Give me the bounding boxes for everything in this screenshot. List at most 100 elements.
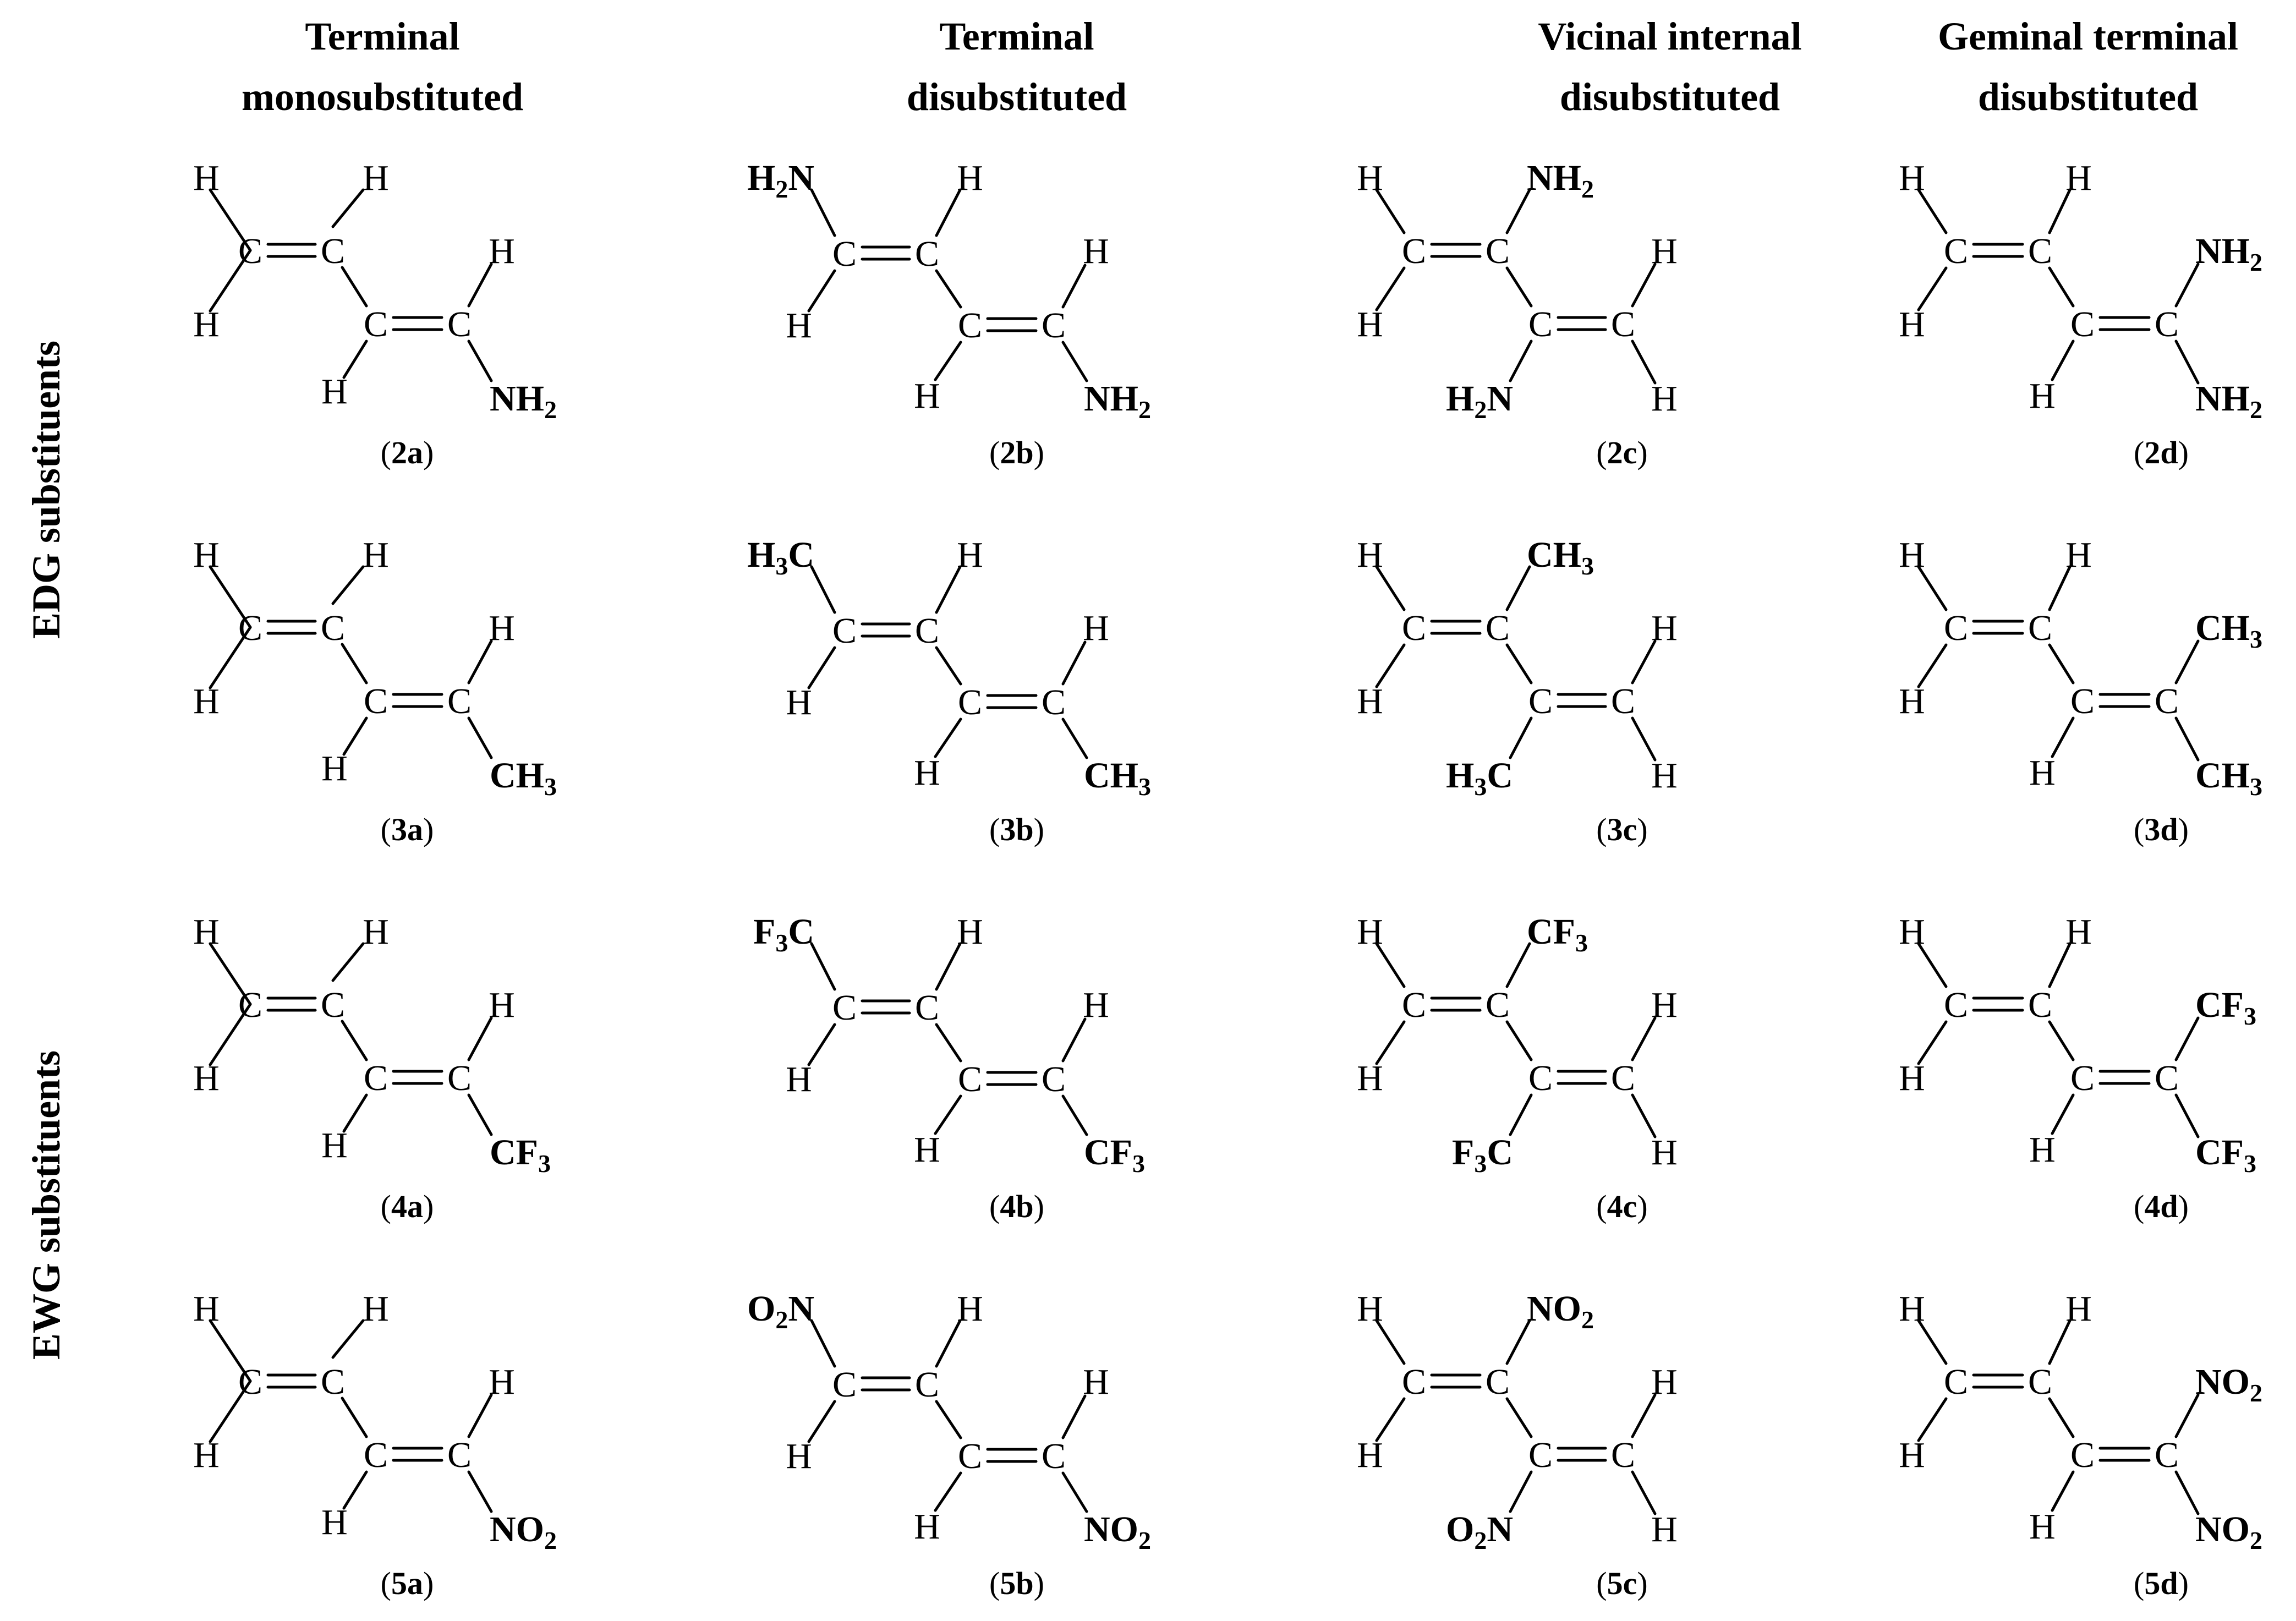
carbon-atom: C — [2028, 608, 2052, 648]
substituent-group: CF3 — [1084, 1132, 1145, 1178]
hydrogen-atom: H — [1651, 1509, 1678, 1549]
carbon-atom: C — [2070, 304, 2095, 344]
carbon-atom: C — [958, 1436, 982, 1476]
column-header-line1: Terminal — [939, 14, 1094, 58]
carbon-atom: C — [321, 608, 345, 648]
compound-label: (3c) — [1596, 812, 1647, 847]
hydrogen-atom: H — [193, 1058, 220, 1098]
substituent-group: NO2 — [490, 1509, 557, 1554]
carbon-atom: C — [1944, 1362, 1968, 1402]
carbon-atom: C — [1486, 231, 1510, 271]
substituent-group: F3C — [1452, 1132, 1513, 1178]
substituent-group: CH3 — [1084, 755, 1151, 801]
substituent-group: O2N — [1446, 1509, 1513, 1554]
carbon-atom: C — [1402, 985, 1426, 1025]
carbon-atom: C — [1042, 305, 1066, 346]
compound-label: (2c) — [1596, 435, 1647, 470]
hydrogen-atom: H — [363, 1289, 389, 1329]
hydrogen-atom: H — [957, 158, 983, 198]
hydrogen-atom: H — [2029, 1130, 2056, 1170]
carbon-atom: C — [2070, 1435, 2095, 1475]
hydrogen-atom: H — [1357, 912, 1383, 952]
compound-label: (5c) — [1596, 1565, 1647, 1601]
column-header-line2: disubstituted — [1978, 75, 2198, 119]
carbon-atom: C — [1528, 681, 1553, 721]
column-header-line1: Geminal terminal — [1938, 14, 2238, 58]
hydrogen-atom: H — [2065, 912, 2092, 952]
hydrogen-atom: H — [1357, 535, 1383, 575]
hydrogen-atom: H — [1083, 608, 1109, 648]
carbon-atom: C — [238, 985, 262, 1025]
carbon-atom: C — [1944, 608, 1968, 648]
hydrogen-atom: H — [1899, 912, 1925, 952]
substituent-group: CF3 — [2195, 985, 2256, 1030]
hydrogen-atom: H — [1357, 1289, 1383, 1329]
substituent-group: NH2 — [2195, 231, 2262, 276]
hydrogen-atom: H — [321, 1502, 348, 1542]
compound-label: (3d) — [2134, 812, 2189, 847]
carbon-atom: C — [1402, 1362, 1426, 1402]
compound-label: (3a) — [381, 812, 434, 847]
substituent-group: CF3 — [2195, 1132, 2256, 1178]
carbon-atom: C — [364, 304, 388, 344]
hydrogen-atom: H — [193, 304, 220, 344]
hydrogen-atom: H — [193, 681, 220, 721]
column-header-line2: disubstituted — [907, 75, 1127, 119]
hydrogen-atom: H — [1651, 379, 1678, 419]
substituent-group: NH2 — [1084, 379, 1151, 424]
hydrogen-atom: H — [1357, 1435, 1383, 1475]
hydrogen-atom: H — [957, 535, 983, 575]
substituent-group: O2N — [747, 1289, 814, 1334]
hydrogen-atom: H — [1651, 1132, 1678, 1173]
hydrogen-atom: H — [2029, 1507, 2056, 1547]
substituent-group: CF3 — [490, 1132, 551, 1178]
hydrogen-atom: H — [363, 158, 389, 198]
substituent-group: NO2 — [1084, 1509, 1151, 1554]
hydrogen-atom: H — [786, 682, 812, 722]
carbon-atom: C — [321, 231, 345, 271]
substituent-group: H2N — [747, 158, 814, 203]
hydrogen-atom: H — [1357, 304, 1383, 344]
substituent-group: CH3 — [490, 755, 557, 801]
compound-label: (4c) — [1596, 1189, 1647, 1224]
substituent-group: CH3 — [1527, 535, 1594, 580]
compound-label: (2d) — [2134, 435, 2189, 470]
compound-label: (5b) — [989, 1565, 1044, 1601]
carbon-atom: C — [238, 1362, 262, 1402]
carbon-atom: C — [2070, 681, 2095, 721]
carbon-atom: C — [1486, 1362, 1510, 1402]
hydrogen-atom: H — [193, 1289, 220, 1329]
substituent-group: H3C — [1446, 755, 1513, 801]
carbon-atom: C — [447, 1435, 472, 1475]
hydrogen-atom: H — [914, 1507, 940, 1547]
hydrogen-atom: H — [321, 371, 348, 412]
compound-label: (4a) — [381, 1189, 434, 1224]
substituent-group: H3C — [747, 535, 814, 580]
hydrogen-atom: H — [2065, 1289, 2092, 1329]
carbon-atom: C — [2028, 231, 2052, 271]
column-header-line1: Terminal — [305, 14, 459, 58]
carbon-atom: C — [832, 1365, 857, 1405]
hydrogen-atom: H — [786, 1436, 812, 1476]
carbon-atom: C — [2155, 681, 2179, 721]
carbon-atom: C — [1042, 1436, 1066, 1476]
carbon-atom: C — [321, 1362, 345, 1402]
substituent-group: CF3 — [1527, 912, 1588, 957]
hydrogen-atom: H — [914, 753, 940, 793]
carbon-atom: C — [832, 988, 857, 1028]
carbon-atom: C — [1042, 682, 1066, 722]
hydrogen-atom: H — [957, 1289, 983, 1329]
compound-label: (2a) — [381, 435, 434, 470]
hydrogen-atom: H — [1357, 158, 1383, 198]
carbon-atom: C — [1486, 608, 1510, 648]
carbon-atom: C — [2070, 1058, 2095, 1098]
carbon-atom: C — [364, 681, 388, 721]
hydrogen-atom: H — [914, 1130, 940, 1170]
carbon-atom: C — [2028, 985, 2052, 1025]
substituent-group: NH2 — [2195, 379, 2262, 424]
carbon-atom: C — [364, 1435, 388, 1475]
hydrogen-atom: H — [1083, 231, 1109, 271]
